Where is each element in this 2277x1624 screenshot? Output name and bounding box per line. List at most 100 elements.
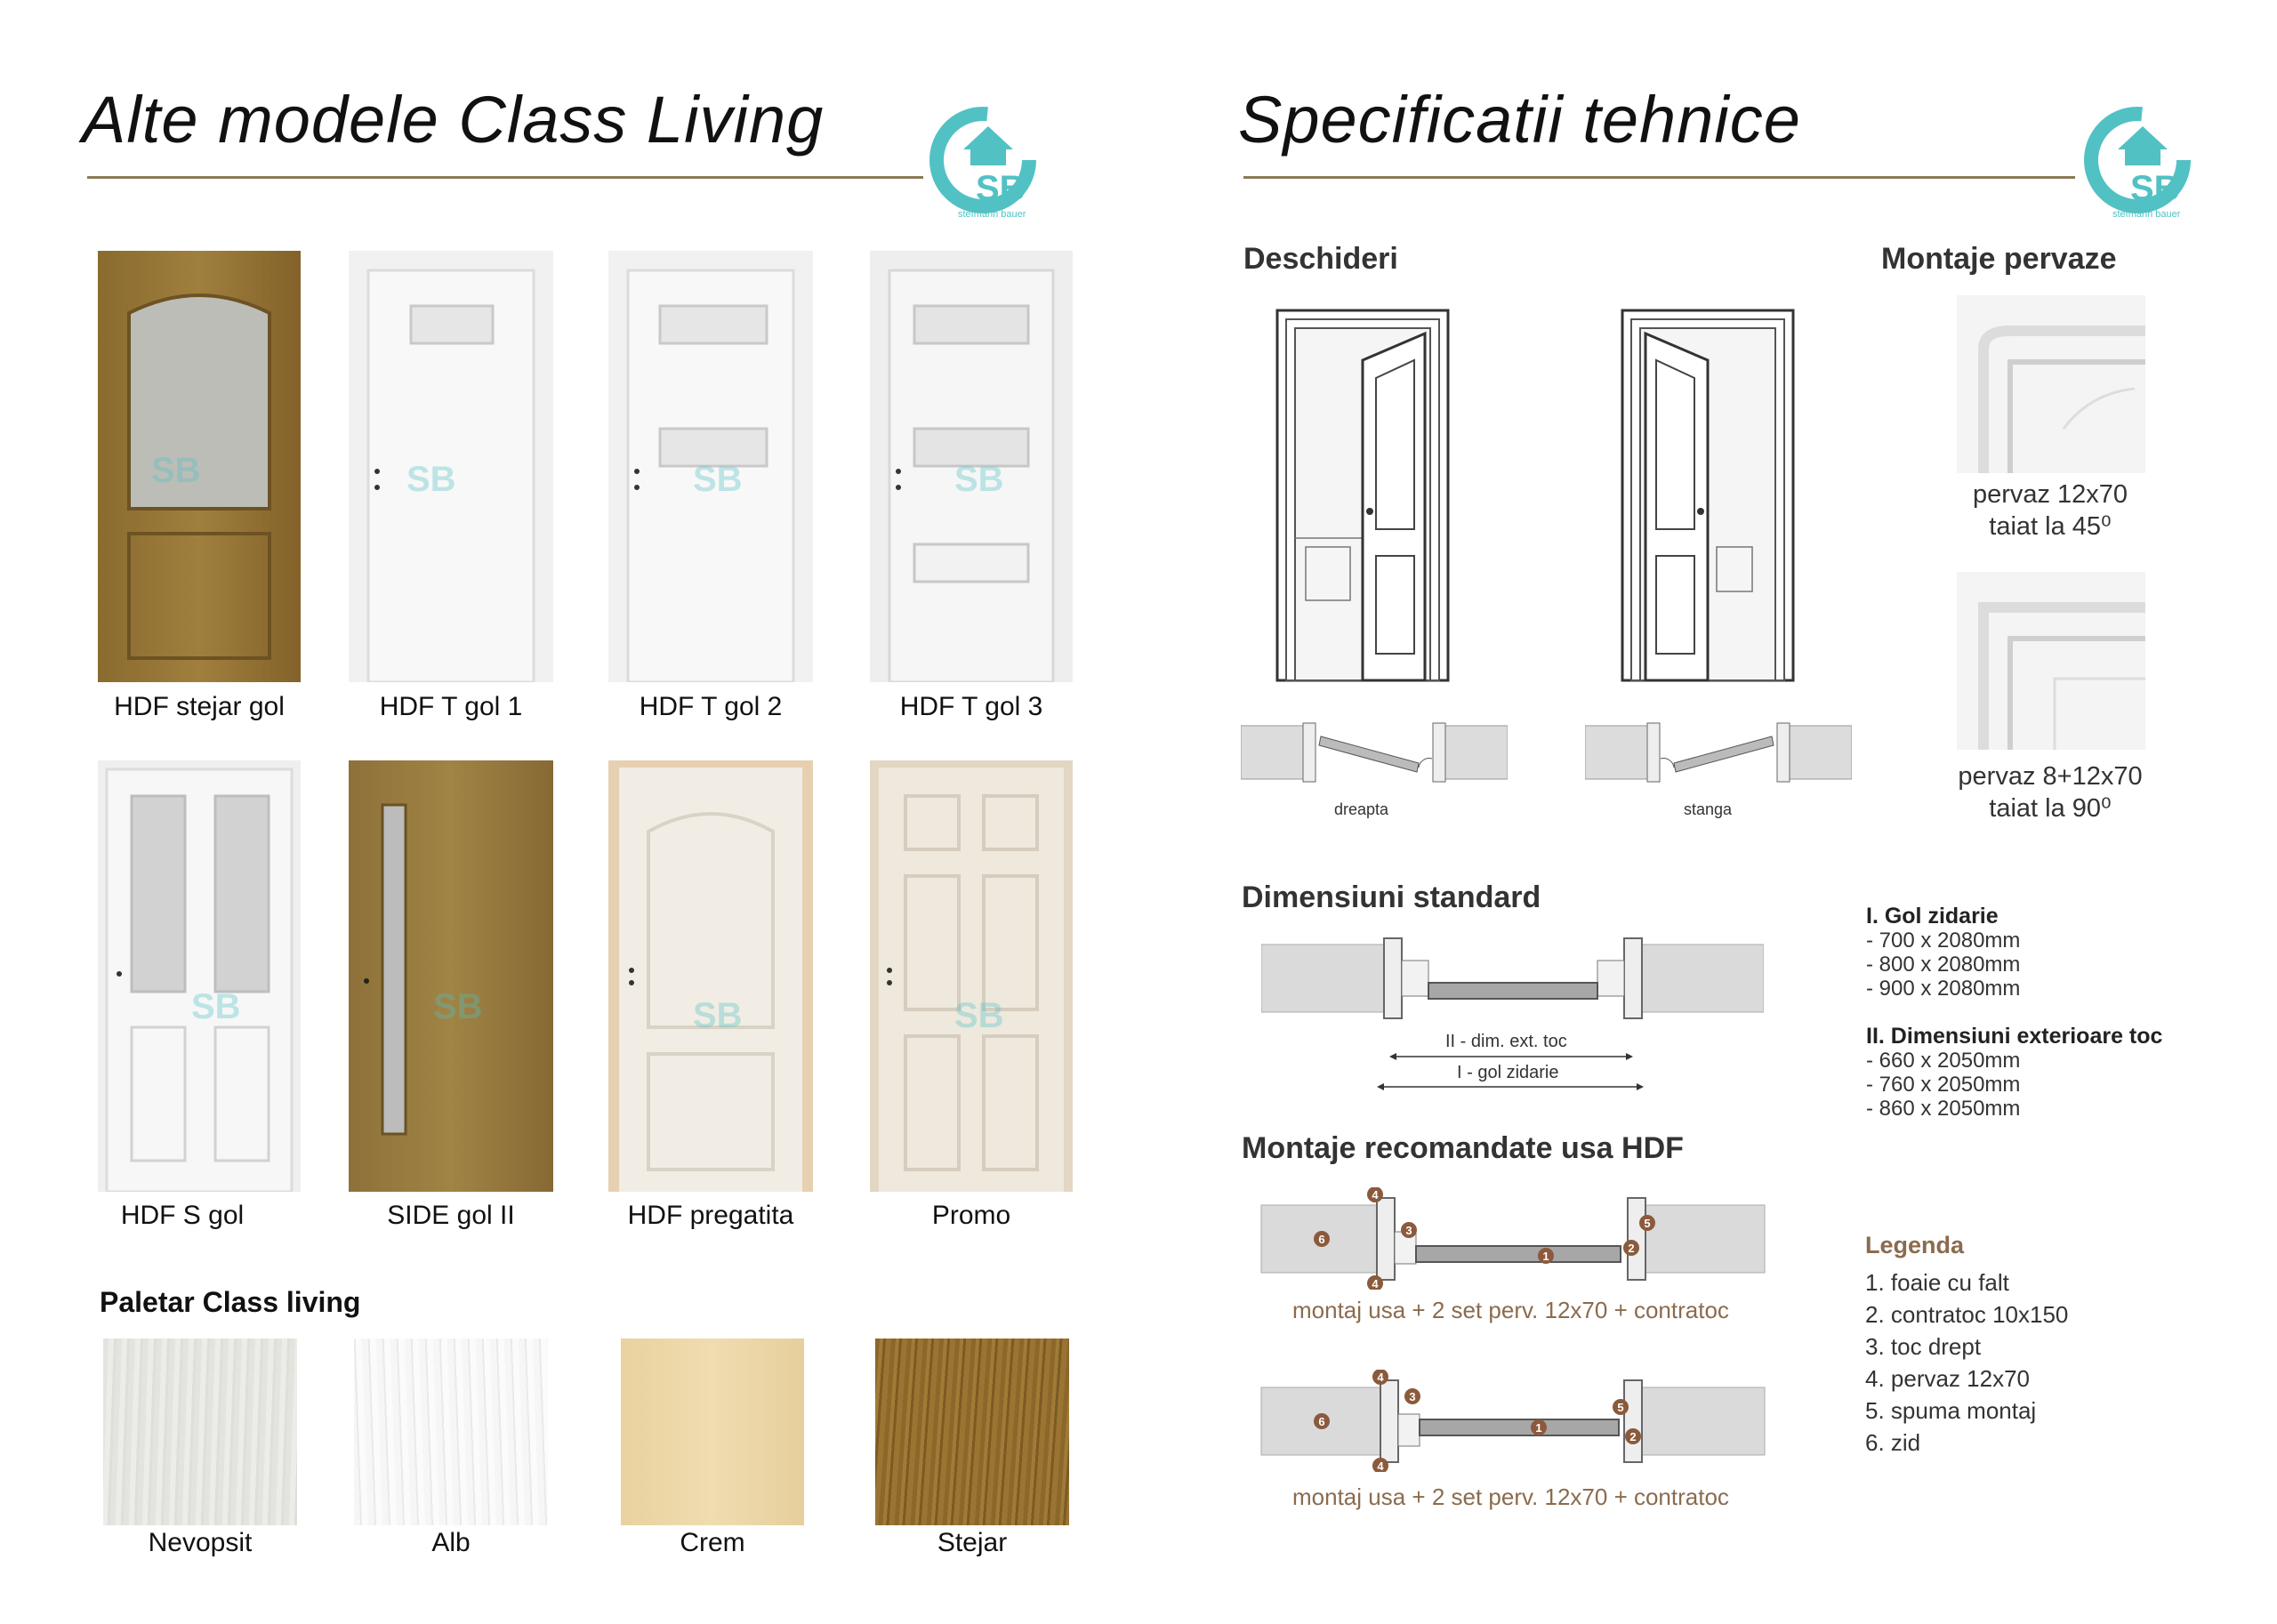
dimension-arrows	[1377, 1049, 1644, 1098]
mounting-drawing-1: 6 4 4 3 1 2 5	[1259, 1186, 1766, 1294]
swatch-stejar	[875, 1339, 1069, 1525]
door-opening-right-drawing	[1274, 307, 1452, 689]
opening-label-left: stanga	[1684, 800, 1733, 818]
marker-4: 4	[1377, 1371, 1384, 1384]
swatch-crem	[621, 1339, 804, 1525]
door-image-hdf-t-gol-2: SB	[608, 251, 813, 682]
mounting-caption-1: montaj usa + 2 set perv. 12x70 + contrat…	[1292, 1297, 1729, 1323]
dim-ext-toc-specs: II. Dimensiuni exterioare toc - 660 x 20…	[1866, 1024, 2163, 1122]
right-title-rule	[1243, 176, 2075, 179]
svg-text:SB: SB	[433, 987, 483, 1026]
gol-zidarie-title: I. Gol zidarie	[1866, 904, 1999, 929]
right-title: Specificatii tehnice	[1238, 83, 1801, 157]
swatch-label: Crem	[680, 1528, 745, 1557]
gol-zidarie-specs: I. Gol zidarie - 700 x 2080mm - 800 x 20…	[1866, 904, 2020, 1001]
spec-item: - 860 x 2050mm	[1866, 1097, 2021, 1121]
legend-item: 3. toc drept	[1865, 1333, 1982, 1360]
door-label: HDF stejar gol	[114, 692, 285, 721]
marker-1: 1	[1542, 1250, 1549, 1263]
spec-item: - 700 x 2080mm	[1866, 929, 2021, 953]
legend-title: Legenda	[1865, 1232, 1965, 1258]
marker-3: 3	[1405, 1224, 1412, 1237]
door-label: Promo	[931, 1201, 1011, 1230]
left-logo-tagline: stefmann bauer	[958, 209, 1026, 220]
left-logo: SB stefmann bauer	[921, 98, 1054, 236]
marker-6: 6	[1318, 1233, 1324, 1246]
marker-6: 6	[1318, 1415, 1324, 1428]
spec-item: - 900 x 2080mm	[1866, 977, 2021, 1001]
door-label: HDF T gol 1	[379, 692, 523, 721]
trim-45-label: pervaz 12x70 taiat la 45⁰	[1921, 478, 2179, 543]
svg-text:SB: SB	[191, 987, 241, 1026]
mounting-caption-2: montaj usa + 2 set perv. 12x70 + contrat…	[1292, 1483, 1729, 1510]
marker-4: 4	[1377, 1459, 1384, 1472]
marker-3: 3	[1409, 1390, 1415, 1403]
swatch-alb	[354, 1339, 548, 1525]
door-image-hdf-s-gol: SB	[98, 760, 301, 1192]
openings-title: Deschideri	[1243, 242, 1398, 276]
marker-4: 4	[1372, 1277, 1379, 1290]
right-logo: SB stefmann bauer	[2075, 98, 2209, 236]
svg-text:SB: SB	[693, 996, 743, 1035]
swatch-label: Nevopsit	[148, 1528, 253, 1557]
swatch-label: Stejar	[937, 1528, 1008, 1557]
door-label: HDF T gol 2	[639, 692, 783, 721]
trim-90-label-line2: taiat la 90⁰	[1989, 794, 2112, 823]
door-opening-left-drawing	[1619, 307, 1797, 689]
marker-5: 5	[1617, 1401, 1623, 1414]
swatch-nevopsit	[103, 1339, 297, 1525]
marker-1: 1	[1535, 1421, 1541, 1435]
door-image-hdf-t-gol-1: SB	[349, 251, 553, 682]
marker-5: 5	[1644, 1217, 1650, 1230]
marker-4: 4	[1372, 1188, 1379, 1202]
svg-text:SB: SB	[151, 451, 201, 490]
left-title: Alte modele Class Living	[82, 83, 825, 157]
right-logo-tagline: stefmann bauer	[2112, 209, 2181, 220]
svg-text:SB: SB	[406, 460, 456, 499]
trim-45-label-line1: pervaz 12x70	[1972, 480, 2128, 509]
door-image-promo: SB	[870, 760, 1073, 1192]
dim-label-ext-toc: II - dim. ext. toc	[1445, 1032, 1567, 1051]
legend: Legenda 1. foaie cu falt 2. contratoc 10…	[1865, 1232, 2068, 1459]
door-swing-plan-left	[1584, 719, 1853, 794]
trim-45-label-line2: taiat la 45⁰	[1989, 512, 2112, 541]
swatch-label: Alb	[431, 1528, 471, 1557]
opening-label-right: dreapta	[1334, 800, 1389, 818]
trim-90-label: pervaz 8+12x70 taiat la 90⁰	[1921, 760, 2179, 824]
door-label: HDF S gol	[120, 1201, 245, 1230]
svg-text:SB: SB	[954, 996, 1004, 1035]
legend-item: 1. foaie cu falt	[1865, 1269, 2009, 1296]
spec-item: - 800 x 2080mm	[1866, 953, 2021, 977]
marker-2: 2	[1629, 1430, 1636, 1443]
marker-2: 2	[1628, 1242, 1634, 1255]
spec-item: - 660 x 2050mm	[1866, 1049, 2021, 1073]
trim-90-image	[1957, 572, 2145, 754]
standard-section-drawing	[1260, 934, 1765, 1027]
trim-45-image	[1957, 295, 2145, 478]
svg-text:SB: SB	[693, 460, 743, 499]
spec-item: - 760 x 2050mm	[1866, 1073, 2021, 1097]
left-title-rule	[87, 176, 923, 179]
legend-item: 2. contratoc 10x150	[1865, 1301, 2069, 1328]
legend-item: 5. spuma montaj	[1865, 1397, 2037, 1424]
trim-90-label-line1: pervaz 8+12x70	[1958, 762, 2143, 791]
door-label: HDF T gol 3	[899, 692, 1043, 721]
dim-label-gol-zidarie: I - gol zidarie	[1457, 1063, 1559, 1082]
door-label: SIDE gol II	[387, 1201, 515, 1230]
svg-text:SB: SB	[954, 460, 1004, 499]
trim-title: Montaje pervaze	[1881, 242, 2117, 276]
left-logo-text: SB	[976, 169, 1026, 208]
door-label: HDF pregatita	[627, 1201, 794, 1230]
mounting-drawing-2: 6 4 4 3 1 2 5	[1259, 1369, 1766, 1476]
standard-title: Dimensiuni standard	[1242, 880, 1541, 914]
mounting-title: Montaje recomandate usa HDF	[1242, 1131, 1684, 1165]
door-image-hdf-stejar-gol: SB	[98, 251, 301, 682]
legend-item: 6. zid	[1865, 1429, 1921, 1456]
palette-title: Paletar Class living	[100, 1286, 361, 1318]
door-image-hdf-pregatita: SB	[608, 760, 813, 1192]
legend-item: 4. pervaz 12x70	[1865, 1365, 2031, 1392]
door-swing-plan-right	[1240, 719, 1509, 794]
dim-ext-toc-title: II. Dimensiuni exterioare toc	[1866, 1024, 2163, 1049]
door-image-hdf-t-gol-3: SB	[870, 251, 1073, 682]
right-logo-text: SB	[2130, 169, 2180, 208]
